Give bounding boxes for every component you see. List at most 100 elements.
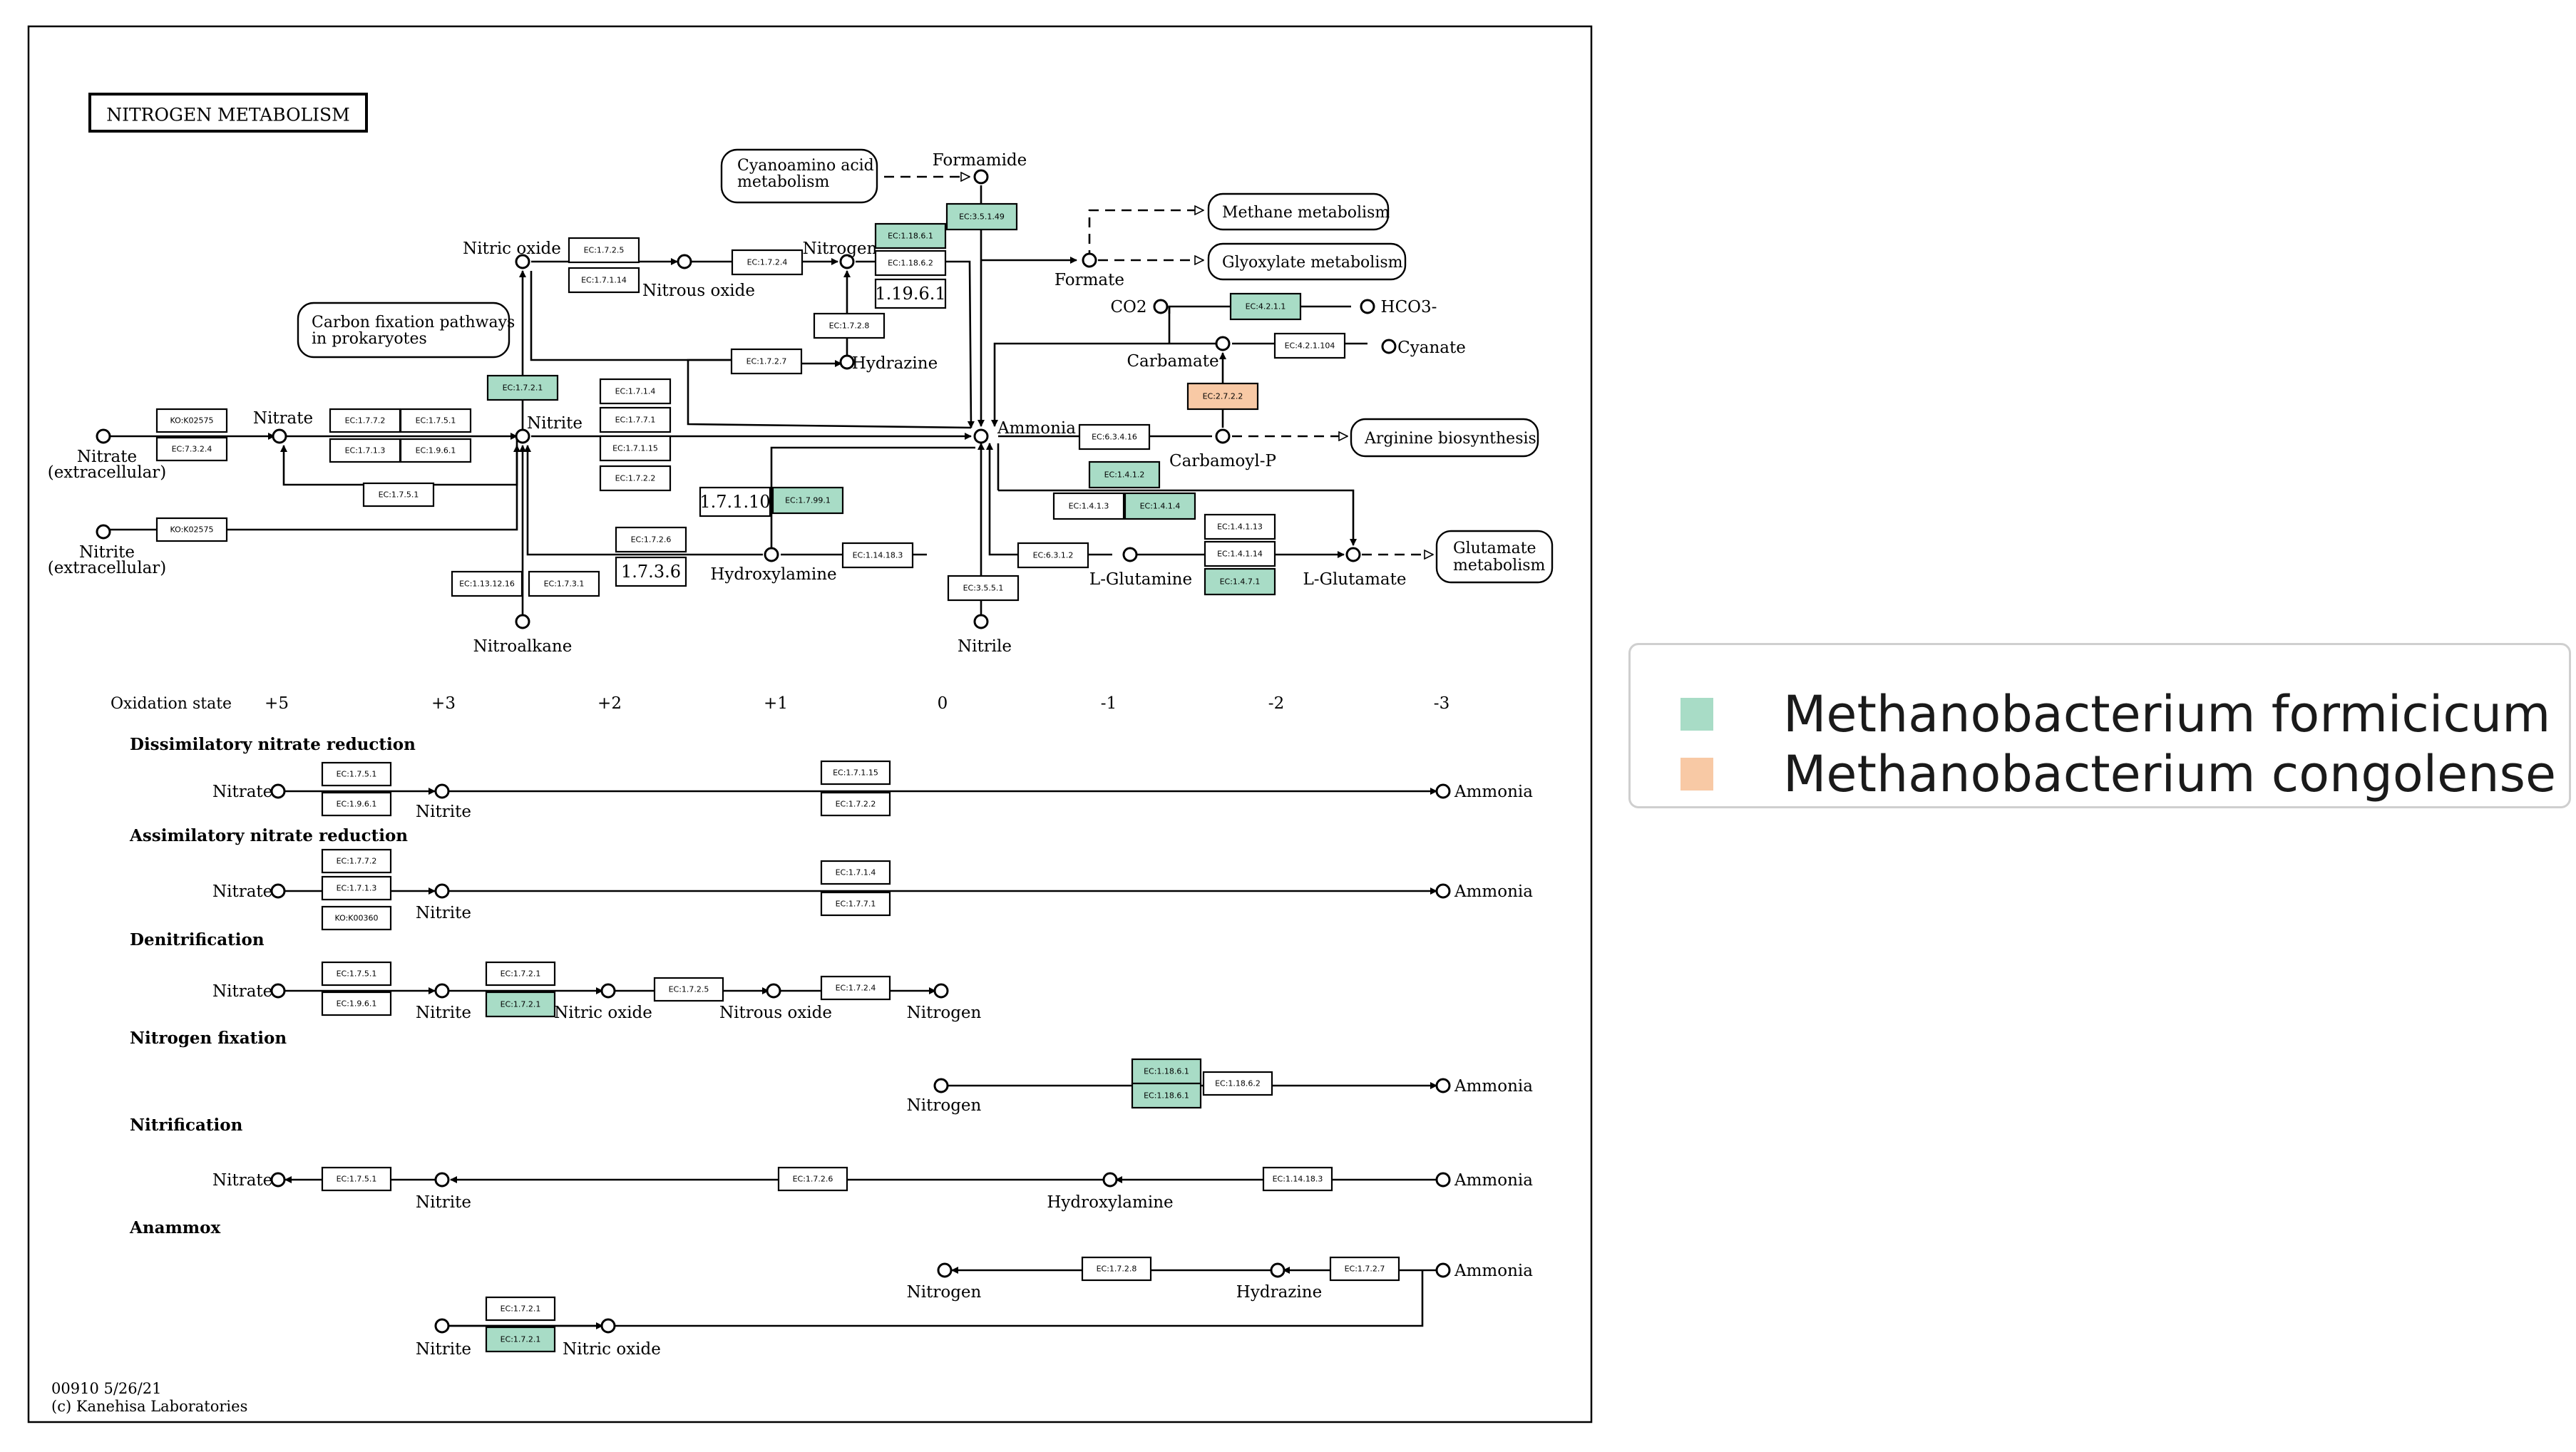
enzyme-box[interactable]: 1.7.3.6 xyxy=(615,556,687,587)
svg-text:EC:1.7.7.1: EC:1.7.7.1 xyxy=(615,416,656,425)
enzyme-box[interactable]: EC:1.7.2.6 xyxy=(777,1166,848,1192)
enzyme-box[interactable]: EC:1.7.5.1 xyxy=(362,482,435,508)
svg-text:EC:1.7.2.1: EC:1.7.2.1 xyxy=(501,1304,541,1314)
svg-text:EC:3.5.5.1: EC:3.5.5.1 xyxy=(963,584,1004,593)
svg-text:KO:K02575: KO:K02575 xyxy=(170,525,214,535)
enzyme-box[interactable]: EC:1.7.2.4 xyxy=(731,249,804,276)
svg-text:EC:1.7.2.2: EC:1.7.2.2 xyxy=(615,474,656,483)
enzyme-box[interactable]: EC:1.18.6.2 xyxy=(874,249,947,277)
enzyme-box[interactable]: KO:K02575 xyxy=(155,517,228,542)
svg-text:EC:1.4.1.14: EC:1.4.1.14 xyxy=(1217,550,1263,559)
enzyme-box-highlight[interactable]: EC:1.18.6.1 xyxy=(1131,1082,1202,1109)
map-glutamate-metabolism[interactable]: Glutamate metabolism xyxy=(1435,530,1554,584)
svg-text:Anammox: Anammox xyxy=(129,1218,220,1237)
map-carbon-fixation[interactable]: Carbon fixation pathways in prokaryotes xyxy=(297,302,515,359)
enzyme-box[interactable]: EC:1.7.2.4 xyxy=(820,975,891,1001)
enzyme-boxes-main[interactable]: KO:K02575 EC:7.3.2.4 KO:K02575 EC:1.7.7.… xyxy=(155,202,1346,602)
enzyme-box[interactable]: EC:1.7.2.5 xyxy=(568,237,640,264)
enzyme-box[interactable]: EC:1.9.6.1 xyxy=(399,438,472,463)
enzyme-box[interactable]: KO:K02575 xyxy=(155,408,228,433)
svg-text:1.7.1.10: 1.7.1.10 xyxy=(699,492,770,512)
enzyme-box[interactable]: EC:1.7.7.1 xyxy=(599,406,672,433)
enzyme-box[interactable]: EC:1.7.2.2 xyxy=(820,791,891,817)
enzyme-box[interactable]: EC:1.7.2.2 xyxy=(599,465,672,492)
legend-label-congolense: Methanobacterium congolense xyxy=(1783,745,2557,803)
svg-text:Carbon fixation pathways: Carbon fixation pathways xyxy=(312,314,515,331)
enzyme-box[interactable]: EC:1.7.1.3 xyxy=(321,875,392,901)
enzyme-box[interactable]: EC:6.3.4.16 xyxy=(1078,423,1151,450)
enzyme-box[interactable]: EC:1.14.18.3 xyxy=(841,542,914,569)
map-glyoxylate-metabolism[interactable]: Glyoxylate metabolism xyxy=(1207,242,1407,281)
svg-text:+5: +5 xyxy=(265,694,289,713)
enzyme-box-highlight[interactable]: EC:4.2.1.1 xyxy=(1229,292,1302,321)
enzyme-box[interactable]: EC:1.7.1.15 xyxy=(820,760,891,786)
enzyme-box-highlight[interactable]: EC:1.7.2.1 xyxy=(485,1326,556,1353)
svg-text:Nitrogen: Nitrogen xyxy=(907,1096,982,1115)
svg-text:EC:1.14.18.3: EC:1.14.18.3 xyxy=(853,551,903,560)
enzyme-box[interactable]: EC:6.3.1.2 xyxy=(1017,542,1089,569)
enzyme-box[interactable]: EC:1.7.2.6 xyxy=(615,526,687,553)
enzyme-box-highlight[interactable]: EC:1.4.1.2 xyxy=(1088,460,1161,489)
enzyme-box[interactable]: EC:1.7.7.2 xyxy=(329,408,401,433)
svg-text:Nitrate: Nitrate xyxy=(212,882,272,901)
enzyme-box[interactable]: 1.7.1.10 xyxy=(699,486,771,518)
enzyme-box[interactable]: EC:1.7.1.4 xyxy=(820,860,891,885)
enzyme-box-highlight[interactable]: EC:1.4.1.4 xyxy=(1124,492,1196,520)
enzyme-box-highlight[interactable]: EC:1.18.6.1 xyxy=(1131,1058,1202,1085)
svg-text:Nitrite: Nitrite xyxy=(416,904,471,922)
svg-text:EC:1.7.1.3: EC:1.7.1.3 xyxy=(345,446,386,455)
enzyme-box[interactable]: EC:1.18.6.2 xyxy=(1202,1071,1273,1096)
enzyme-box-highlight[interactable]: EC:1.4.7.1 xyxy=(1204,567,1276,596)
enzyme-box[interactable]: EC:1.7.2.7 xyxy=(1329,1256,1400,1282)
enzyme-box[interactable]: EC:1.13.12.16 xyxy=(451,570,523,597)
enzyme-box[interactable]: EC:1.7.2.8 xyxy=(813,312,886,339)
enzyme-box[interactable]: EC:1.7.1.14 xyxy=(568,267,640,294)
svg-text:(c) Kanehisa Laboratories: (c) Kanehisa Laboratories xyxy=(51,1398,247,1415)
enzyme-box[interactable]: EC:1.7.2.7 xyxy=(730,348,803,375)
hydroxylamine-label: Hydroxylamine xyxy=(710,565,836,584)
enzyme-box-highlight[interactable]: EC:3.5.1.49 xyxy=(945,202,1018,231)
enzyme-box[interactable]: EC:1.9.6.1 xyxy=(321,991,392,1016)
enzyme-box[interactable]: EC:1.4.1.14 xyxy=(1204,540,1276,567)
enzyme-box[interactable]: EC:1.7.2.1 xyxy=(485,961,556,987)
enzyme-box[interactable]: EC:1.7.1.3 xyxy=(329,438,401,463)
enzyme-box[interactable]: EC:1.7.3.1 xyxy=(528,570,600,597)
svg-text:EC:1.7.2.7: EC:1.7.2.7 xyxy=(1345,1265,1385,1274)
enzyme-box-congolense[interactable]: EC:2.7.2.2 xyxy=(1186,382,1259,411)
enzyme-box[interactable]: EC:1.7.1.15 xyxy=(599,435,672,462)
enzyme-box[interactable]: EC:1.4.1.13 xyxy=(1204,513,1276,540)
enzyme-box[interactable]: EC:3.5.5.1 xyxy=(947,575,1020,602)
enzyme-box[interactable]: EC:1.7.5.1 xyxy=(321,761,392,787)
enzyme-box-highlight[interactable]: EC:1.7.2.1 xyxy=(486,374,559,401)
map-arginine-biosynthesis[interactable]: Arginine biosynthesis xyxy=(1350,418,1539,458)
enzyme-box[interactable]: EC:1.7.5.1 xyxy=(321,961,392,987)
enzyme-box[interactable]: EC:1.14.18.3 xyxy=(1262,1166,1333,1192)
enzyme-box[interactable]: EC:1.7.2.5 xyxy=(653,977,724,1002)
enzyme-box[interactable]: EC:1.4.1.3 xyxy=(1052,492,1125,520)
svg-text:Nitrite: Nitrite xyxy=(416,1004,471,1022)
enzyme-box[interactable]: EC:1.7.2.1 xyxy=(485,1296,556,1322)
enzyme-box[interactable]: 1.19.6.1 xyxy=(874,278,947,309)
enzyme-box[interactable]: EC:1.7.2.8 xyxy=(1081,1256,1152,1282)
map-link-boxes[interactable]: Cyanoamino acid metabolism Carbon fixati… xyxy=(297,148,1554,584)
enzyme-box[interactable]: EC:7.3.2.4 xyxy=(155,436,228,462)
enzyme-box[interactable]: EC:4.2.1.104 xyxy=(1273,332,1346,359)
enzyme-box[interactable]: EC:1.7.7.2 xyxy=(321,848,392,874)
enzyme-box[interactable]: EC:1.7.5.1 xyxy=(399,408,472,433)
enzyme-box[interactable]: EC:1.9.6.1 xyxy=(321,791,392,817)
enzyme-box[interactable]: EC:1.7.1.4 xyxy=(599,378,672,405)
svg-text:Assimilatory nitrate reduction: Assimilatory nitrate reduction xyxy=(129,826,408,845)
enzyme-box[interactable]: KO:K00360 xyxy=(321,905,392,931)
svg-text:Ammonia: Ammonia xyxy=(1454,1171,1533,1190)
enzyme-box-highlight[interactable]: EC:1.18.6.1 xyxy=(874,222,947,249)
svg-text:EC:4.2.1.104: EC:4.2.1.104 xyxy=(1285,341,1335,351)
enzyme-box[interactable]: EC:1.7.5.1 xyxy=(321,1166,392,1192)
enzyme-box-highlight[interactable]: EC:1.7.2.1 xyxy=(485,991,556,1018)
svg-text:EC:1.7.2.1: EC:1.7.2.1 xyxy=(501,969,541,979)
enzyme-box-highlight[interactable]: EC:1.7.99.1 xyxy=(771,486,844,515)
enzyme-box[interactable]: EC:1.7.7.1 xyxy=(820,891,891,917)
map-cyanoamino-acid-metabolism[interactable]: Cyanoamino acid metabolism xyxy=(720,148,878,204)
enzyme-boxes-modules[interactable]: EC:1.7.5.1 EC:1.9.6.1 EC:1.7.1.15 EC:1.7… xyxy=(321,760,1400,1353)
svg-text:EC:1.7.7.2: EC:1.7.7.2 xyxy=(345,416,386,426)
map-methane-metabolism[interactable]: Methane metabolism xyxy=(1207,192,1390,231)
